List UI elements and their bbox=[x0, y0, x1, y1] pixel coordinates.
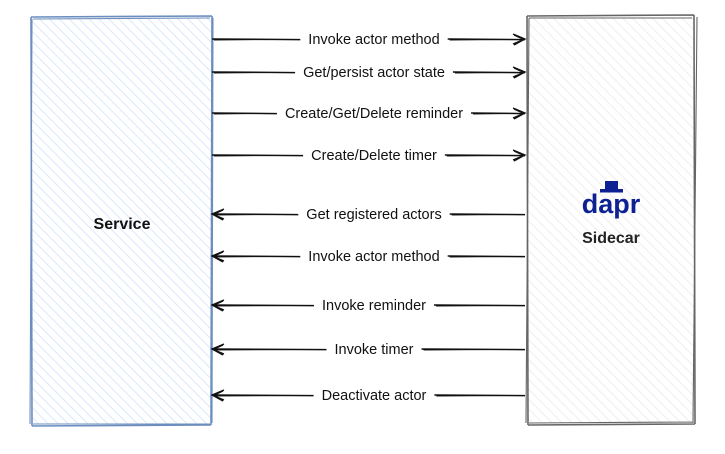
message-arrow: Get registered actors bbox=[210, 207, 526, 223]
service-box: Service bbox=[29, 15, 214, 427]
arrowhead-icon bbox=[210, 208, 225, 221]
dapr-logo-icon: dapr bbox=[582, 181, 641, 219]
message-label: Invoke actor method bbox=[308, 32, 439, 48]
arrowhead-icon bbox=[512, 107, 527, 120]
message-arrow: Invoke timer bbox=[210, 342, 526, 358]
message-arrow: Invoke reminder bbox=[210, 298, 526, 314]
message-label: Invoke reminder bbox=[322, 298, 426, 314]
message-label: Invoke actor method bbox=[308, 249, 439, 265]
arrowhead-icon bbox=[210, 299, 225, 312]
sidecar-box: dapr Sidecar bbox=[525, 14, 698, 426]
service-label: Service bbox=[94, 216, 151, 233]
message-label: Deactivate actor bbox=[322, 388, 427, 404]
message-arrow: Create/Delete timer bbox=[211, 148, 527, 164]
message-arrow: Get/persist actor state bbox=[211, 65, 527, 81]
message-label: Get registered actors bbox=[306, 207, 441, 223]
arrowhead-icon bbox=[210, 250, 225, 263]
message-arrow: Invoke actor method bbox=[211, 32, 527, 48]
message-label: Invoke timer bbox=[335, 342, 414, 358]
message-label: Create/Get/Delete reminder bbox=[285, 106, 463, 122]
sidecar-label: Sidecar bbox=[582, 230, 640, 247]
arrowhead-icon bbox=[512, 149, 527, 162]
dapr-logo-text: dapr bbox=[582, 189, 641, 219]
message-label: Create/Delete timer bbox=[311, 148, 437, 164]
arrowhead-icon bbox=[512, 33, 527, 46]
arrowhead-icon bbox=[512, 66, 527, 79]
message-arrow: Invoke actor method bbox=[210, 249, 526, 265]
arrowhead-icon bbox=[210, 343, 225, 356]
message-label: Get/persist actor state bbox=[303, 65, 445, 81]
arrowhead-icon bbox=[210, 389, 225, 402]
message-arrow: Deactivate actor bbox=[210, 388, 526, 404]
message-arrow: Create/Get/Delete reminder bbox=[211, 106, 527, 122]
